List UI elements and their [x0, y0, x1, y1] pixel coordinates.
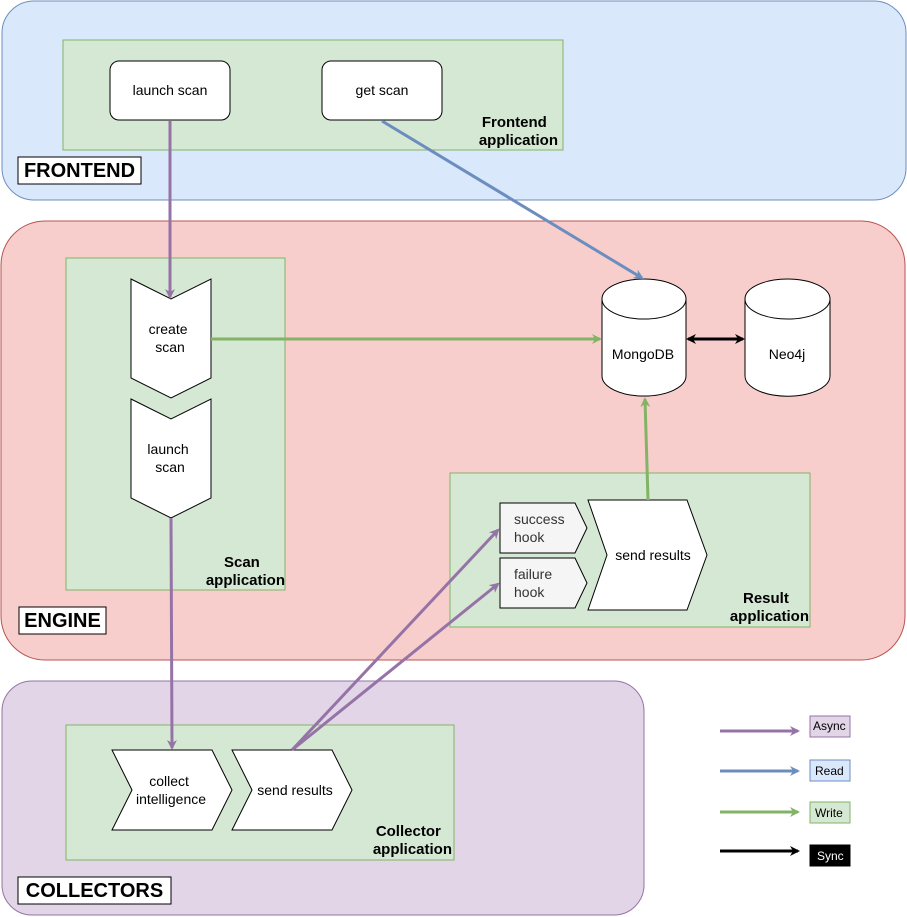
create-scan-step: create scan [130, 278, 212, 399]
svg-text:success hook: success hook [514, 511, 568, 545]
svg-text:FRONTEND: FRONTEND [24, 160, 135, 182]
svg-text:Neo4j: Neo4j [769, 346, 806, 362]
svg-text:send results: send results [257, 782, 332, 798]
svg-text:Sync: Sync [817, 849, 844, 863]
collect-intelligence-step: collect intelligence [111, 749, 233, 831]
svg-text:Async: Async [813, 719, 846, 733]
async-arrow-to-success-hook [290, 528, 500, 752]
async-arrow-to-failure-hook [291, 582, 500, 752]
frontend-zone-label: FRONTEND [17, 156, 142, 185]
svg-text:failure hook: failure hook [514, 566, 556, 600]
svg-text:launch scan: launch scan [133, 82, 208, 98]
svg-text:create scan: create scan [149, 321, 192, 355]
success-hook-step: success hook [499, 502, 588, 554]
mongodb-database: MongoDB [601, 278, 687, 397]
svg-text:MongoDB: MongoDB [612, 346, 674, 362]
launch-scan-button[interactable]: launch scan [109, 60, 231, 121]
svg-text:send results: send results [615, 547, 690, 563]
launch-scan-step: launch scan [130, 398, 212, 519]
svg-text:ENGINE: ENGINE [24, 610, 101, 632]
frontend-app-label: Frontend application [479, 114, 558, 149]
send-results-engine-step: send results [587, 499, 708, 611]
get-scan-button[interactable]: get scan [321, 60, 443, 121]
collector-app-label: Collector application [373, 823, 452, 858]
result-app-label: Result application [730, 590, 809, 625]
collectors-zone-label: COLLECTORS [17, 876, 172, 905]
neo4j-database: Neo4j [744, 278, 831, 397]
svg-text:get scan: get scan [356, 82, 409, 98]
svg-text:COLLECTORS: COLLECTORS [26, 880, 163, 902]
async-arrow-launch-to-collect [166, 517, 177, 750]
engine-zone-label: ENGINE [18, 606, 107, 635]
legend: Async Read Write Sync [720, 715, 851, 867]
svg-text:Write: Write [815, 806, 843, 820]
read-arrow-get-scan-to-mongodb [381, 119, 644, 280]
legend-read: Read [720, 759, 851, 782]
legend-sync: Sync [720, 844, 851, 867]
svg-text:collect intelligence: collect intelligence [136, 773, 206, 807]
write-arrow-results-to-mongodb [640, 397, 651, 501]
failure-hook-step: failure hook [499, 557, 588, 609]
send-results-collector-step: send results [231, 749, 353, 831]
svg-text:launch scan: launch scan [147, 441, 192, 475]
legend-async: Async [720, 715, 851, 738]
svg-text:Read: Read [815, 764, 844, 778]
legend-write: Write [720, 801, 851, 824]
scan-app-label: Scan application [206, 554, 285, 589]
